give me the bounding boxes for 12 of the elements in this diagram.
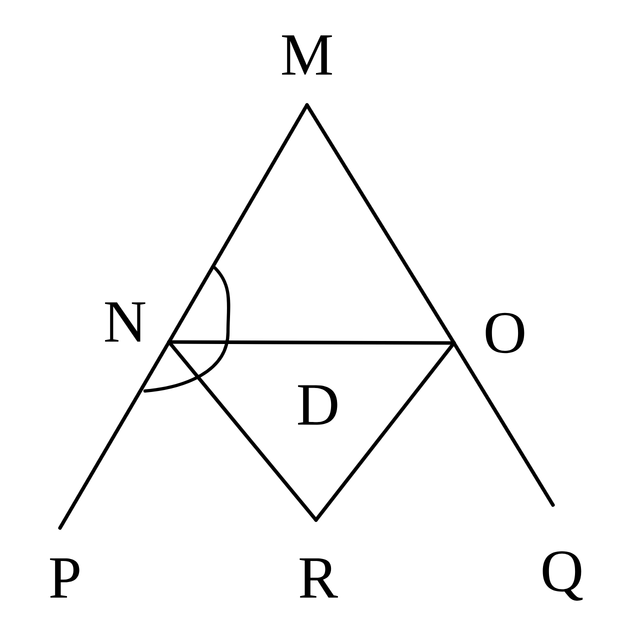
region-label: D bbox=[298, 385, 338, 425]
point-label: O bbox=[486, 312, 524, 354]
line-segment bbox=[58, 340, 171, 530]
line-segment bbox=[167, 340, 456, 345]
line-segment bbox=[452, 341, 555, 507]
point-label: P bbox=[50, 558, 80, 598]
point-label: Q bbox=[542, 551, 583, 601]
point-label: M bbox=[282, 35, 332, 75]
line-segment bbox=[314, 341, 456, 522]
point-label: R bbox=[300, 558, 338, 598]
line-segment bbox=[167, 340, 318, 522]
point-label: N bbox=[105, 302, 146, 342]
